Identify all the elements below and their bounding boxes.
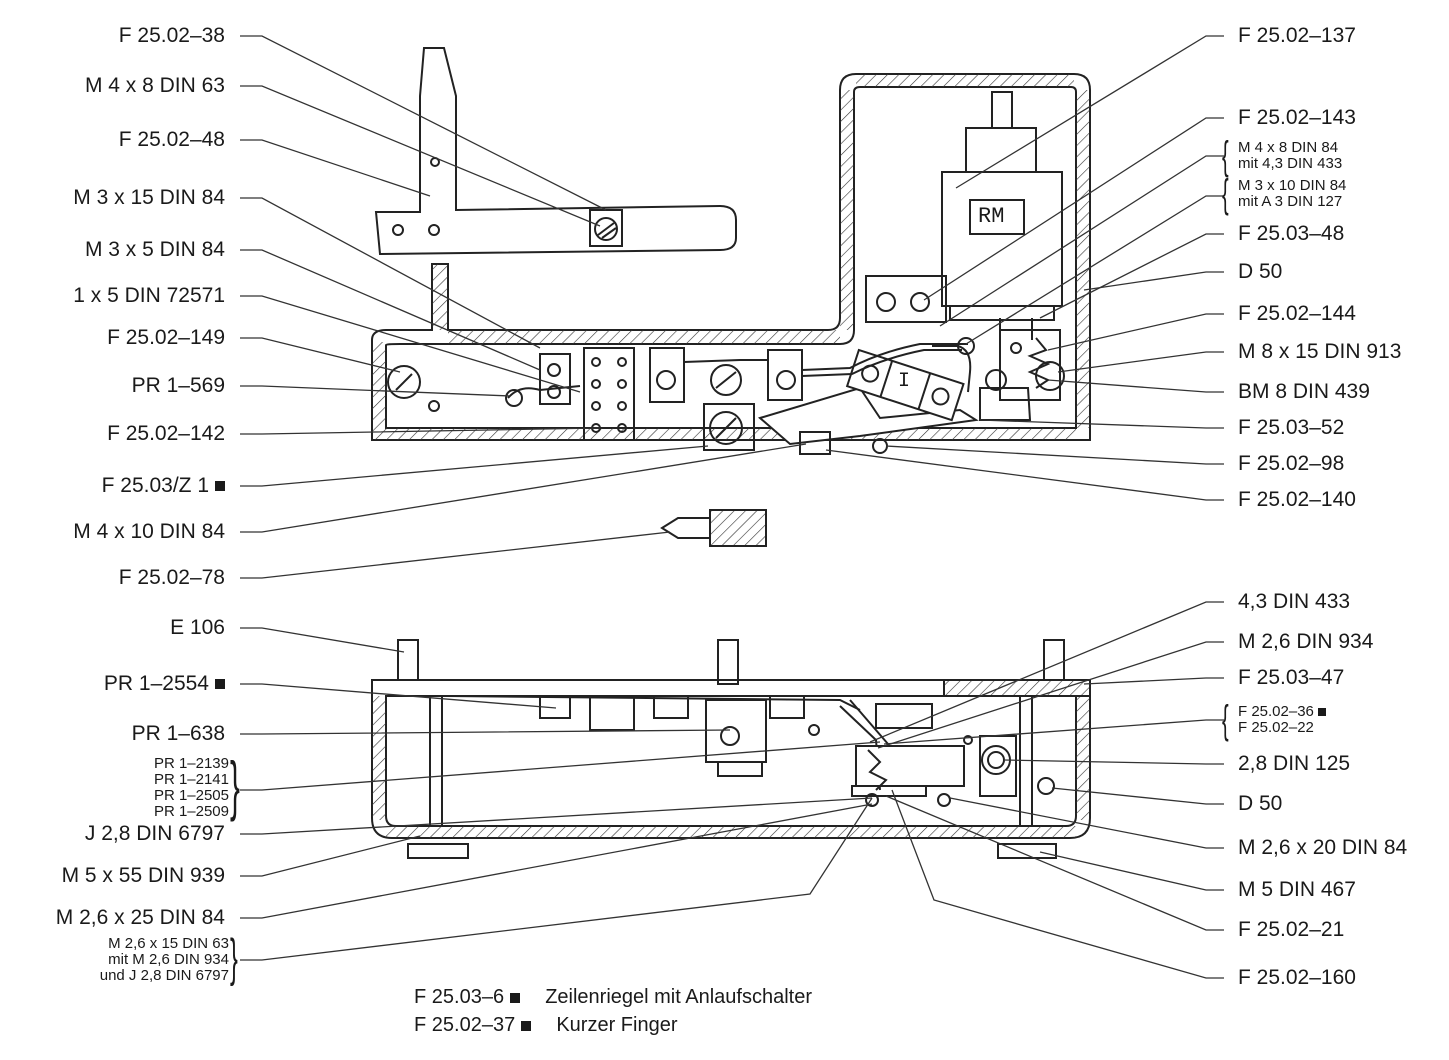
leader-lines — [240, 35, 1224, 979]
label-4-3-din433: 4,3 DIN 433 — [1238, 590, 1351, 613]
finger-lever — [374, 47, 737, 256]
relay-block — [845, 348, 965, 422]
label-m-2-6x20-din84: M 2,6 x 20 DIN 84 — [1238, 836, 1408, 859]
label-e-106: E 106 — [170, 616, 225, 639]
label-j-2-8-din6797: J 2,8 DIN 6797 — [84, 822, 225, 845]
label-f-25-03-47: F 25.03–47 — [1238, 666, 1345, 689]
label-pr-1-2554: PR 1–2554 — [104, 672, 225, 696]
contact-arm — [757, 386, 979, 455]
label-f-25-02-143: F 25.02–143 — [1238, 106, 1356, 129]
label-f-25-02-142: F 25.02–142 — [107, 422, 225, 445]
label-m-3x10-din84: M 3 x 10 DIN 84 — [1238, 177, 1347, 194]
label-f-25-02-78: F 25.02–78 — [118, 566, 225, 589]
knurled-screw — [660, 509, 767, 547]
label-m-3x10-din84-group: M 3 x 10 DIN 84 mit A 3 DIN 127 — [1238, 178, 1346, 210]
label-m-2-6x15-din63: M 2,6 x 15 DIN 63 — [108, 935, 229, 952]
label-pr-1-2505: PR 1–2505 — [153, 787, 229, 804]
legend-code: F 25.03–6 — [414, 986, 505, 1008]
label-f-25-02-48: F 25.02–48 — [118, 128, 225, 151]
label-f-25-02-21: F 25.02–21 — [1238, 918, 1345, 941]
relay-label: I — [898, 370, 911, 393]
legend-description: Zeilenriegel mit Anlaufschalter — [545, 986, 812, 1008]
label-f-25-03-48: F 25.03–48 — [1238, 222, 1345, 245]
marker-square — [510, 992, 521, 1003]
label-m-5x55-din939: M 5 x 55 DIN 939 — [61, 864, 225, 887]
label-m-2-6x25-din84: M 2,6 x 25 DIN 84 — [55, 906, 225, 929]
label-f-25-03-52: F 25.03–52 — [1238, 416, 1345, 439]
label-m-5-din467: M 5 DIN 467 — [1238, 878, 1356, 901]
label-m-3x15-din84: M 3 x 15 DIN 84 — [73, 186, 225, 209]
label-f-25-02-36-group: F 25.02–36 F 25.02–22 — [1238, 704, 1326, 736]
label-mit-m-2-6-din934: mit M 2,6 DIN 934 — [108, 951, 229, 968]
label-1x5-din72571: 1 x 5 DIN 72571 — [73, 284, 225, 307]
label-f-25-03-z1: F 25.03/Z 1 — [102, 474, 225, 498]
label-m-2-6x15-group: M 2,6 x 15 DIN 63 mit M 2,6 DIN 934 und … — [100, 936, 229, 984]
label-pr-1-2139: PR 1–2139 — [153, 755, 229, 772]
label-m-3x5-din84: M 3 x 5 DIN 84 — [84, 238, 225, 261]
label-f-25-02-98: F 25.02–98 — [1238, 452, 1345, 475]
motor — [941, 91, 1063, 321]
label-m-4x8-din84: M 4 x 8 DIN 84 — [1238, 139, 1339, 156]
label-m-4x8-din84-group: M 4 x 8 DIN 84 mit 4,3 DIN 433 — [1238, 140, 1342, 172]
brace-left: { — [1222, 172, 1229, 216]
label-m-4x8-din63: M 4 x 8 DIN 63 — [84, 74, 225, 97]
label-m-4x10-din84: M 4 x 10 DIN 84 — [73, 520, 225, 543]
legend-row-2: F 25.02–37 Kurzer Finger — [414, 1014, 677, 1037]
brace-right: } — [230, 748, 240, 822]
label-m-8x15-din913: M 8 x 15 DIN 913 — [1238, 340, 1402, 363]
label-2-8-din125: 2,8 DIN 125 — [1238, 752, 1351, 775]
brace-left: { — [1222, 134, 1229, 178]
label-f-25-02-36: F 25.02–36 — [1238, 704, 1326, 720]
legend-code: F 25.02–37 — [414, 1014, 516, 1036]
marker-square — [215, 679, 225, 690]
label-bm-8-din439: BM 8 DIN 439 — [1238, 380, 1370, 403]
label-pr-1-2141: PR 1–2141 — [153, 771, 229, 788]
label-pr-1-569: PR 1–569 — [131, 374, 225, 397]
marker-square — [1317, 708, 1326, 717]
label-d-50-bottom: D 50 — [1238, 792, 1283, 815]
motor-label: RM — [978, 204, 1005, 229]
label-f-25-02-149: F 25.02–149 — [107, 326, 225, 349]
label-f-25-02-144: F 25.02–144 — [1238, 302, 1356, 325]
label-pr-1-2509: PR 1–2509 — [153, 803, 229, 820]
label-mit-4-3-din433: mit 4,3 DIN 433 — [1238, 155, 1343, 172]
adjust-screw — [703, 403, 755, 451]
label-und-j-2-8-din6797: und J 2,8 DIN 6797 — [99, 967, 229, 984]
label-f-25-02-140: F 25.02–140 — [1238, 488, 1356, 511]
brace-right: } — [230, 929, 238, 987]
label-mit-a3-din127: mit A 3 DIN 127 — [1238, 193, 1343, 210]
marker-square — [215, 481, 225, 492]
brace-left: { — [1222, 698, 1229, 742]
label-f-25-02-160: F 25.02–160 — [1238, 966, 1356, 989]
label-f-25-02-22: F 25.02–22 — [1238, 719, 1314, 736]
label-f-25-02-137: F 25.02–137 — [1238, 24, 1356, 47]
label-m-2-6-din934: M 2,6 DIN 934 — [1238, 630, 1374, 653]
label-f-25-02-38: F 25.02–38 — [118, 24, 225, 47]
label-pr-1-638: PR 1–638 — [131, 722, 225, 745]
legend-description: Kurzer Finger — [556, 1014, 678, 1036]
label-d-50-top: D 50 — [1238, 260, 1283, 283]
label-pr-group: PR 1–2139 PR 1–2141 PR 1–2505 PR 1–2509 — [154, 756, 229, 820]
legend-row-1: F 25.03–6 Zeilenriegel mit Anlaufschalte… — [414, 986, 812, 1009]
marker-square — [521, 1020, 532, 1031]
terminal-block — [539, 347, 803, 441]
